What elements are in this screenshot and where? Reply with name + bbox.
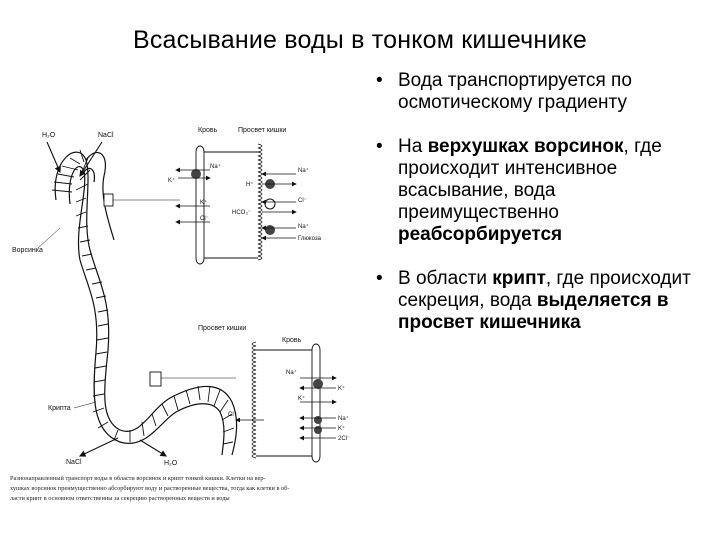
crypt-cell-detail: Просвет кишки Кровь Na⁺ K⁺ K⁺ Cl⁻ Na⁺ K⁺… (198, 325, 350, 463)
villus-tube (54, 151, 238, 456)
k-top-left-label: K⁺ (168, 177, 175, 184)
k-bottom3-label: K⁺ (338, 425, 345, 432)
na-bottom-label: Na⁺ (286, 369, 297, 376)
k-bottom2-label: K⁺ (298, 395, 305, 402)
h2o-top-label: H₂O (42, 132, 56, 139)
figure-caption-line-1: Разнонаправленный транспорт воды в облас… (10, 475, 266, 482)
villus-tip-marker (103, 193, 114, 207)
na-bottom2-label: Na⁺ (338, 415, 349, 422)
figure-caption-line-2: хушках ворсинок преимущественно абсорбир… (10, 485, 289, 492)
glucose-label: Глюкоза (298, 236, 322, 242)
cl-top-left-label: Cl⁻ (200, 216, 209, 222)
figure-caption-line-3: ласти крипт в основном ответственны за с… (10, 495, 230, 502)
water-absorption-diagram: H₂O NaCl Ворсинка Крипта NaCl H₂O Кровь … (10, 127, 350, 502)
hco3-label: HCO₃⁻ (232, 210, 251, 216)
bullet-item: • В области крипт, где происходит секрец… (370, 268, 715, 334)
na-top-right2-label: Na⁺ (298, 223, 309, 230)
blood-top-label: Кровь (198, 127, 218, 134)
k-bottom-label: K⁺ (338, 385, 345, 392)
lumen-bottom-label: Просвет кишки (198, 325, 246, 332)
bullet-item: • На верхушках ворсинок, где происходит … (370, 136, 715, 246)
bullet-dot: • (376, 70, 383, 91)
nacl-bottom-label: NaCl (66, 459, 82, 466)
bullet-item: • Вода транспортируется по осмотическому… (370, 70, 715, 114)
bullet-bold-text: крипт (492, 268, 546, 289)
bullet-dot: • (376, 136, 383, 157)
bullet-text: , где происходит секреция, вода (398, 268, 691, 311)
bullet-bold-text: верхушках ворсинок (427, 136, 624, 157)
k-top-left2-label: K⁺ (200, 199, 207, 206)
villus-cell-detail: Кровь Просвет кишки Na⁺ K⁺ K⁺ Cl⁻ Na⁺ H⁺… (168, 127, 322, 265)
lumen-top-label: Просвет кишки (238, 127, 286, 134)
bullet-text: В области (398, 268, 493, 289)
slide-title: Всасывание воды в тонком кишечнике (132, 26, 588, 54)
blood-bottom-label: Кровь (282, 337, 302, 344)
nacl-top-label: NaCl (98, 132, 114, 139)
tube-stripes (51, 149, 235, 445)
bottom-microvilli (251, 341, 257, 459)
na-top-left-label: Na⁺ (210, 163, 221, 170)
bullet-dot: • (376, 268, 383, 289)
crypt-marker (149, 371, 162, 387)
h2o-bottom-label: H₂O (164, 460, 178, 467)
bullet-text: , где происходит интенсивное всасывание,… (398, 136, 662, 223)
bullet-bold-text: реабсорбируется (398, 224, 563, 245)
bullet-text: На (398, 136, 428, 157)
h-top-label: H⁺ (246, 181, 254, 188)
bullet-bold-text: выделяется в просвет кишечника (398, 290, 669, 333)
bullet-list: • Вода транспортируется по осмотическому… (370, 70, 715, 356)
bullet-text: Вода транспортируется по осмотическому г… (398, 70, 632, 113)
villus-label: Ворсинка (12, 247, 43, 254)
two-cl-label: 2Cl⁻ (338, 436, 350, 442)
na-top-right-label: Na⁺ (298, 167, 309, 174)
top-microvilli (257, 143, 263, 261)
crypt-label: Крипта (48, 405, 71, 412)
cl-bottom-label: Cl⁻ (228, 412, 237, 418)
cl-top-right-label: Cl⁻ (298, 198, 307, 204)
